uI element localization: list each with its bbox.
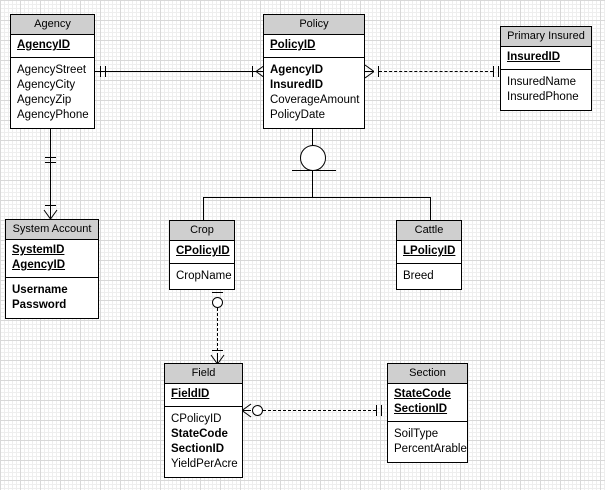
attribute-field-section-id: SectionID bbox=[171, 443, 225, 455]
connector-subtype-to-cattle bbox=[430, 197, 431, 220]
attribute-agency-city: AgencyCity bbox=[17, 79, 76, 91]
attribute-insured-id: InsuredID bbox=[507, 51, 561, 63]
attribute-policy-id: PolicyID bbox=[270, 39, 316, 51]
attribute-field-state-code: StateCode bbox=[171, 428, 228, 440]
cardinality-agency-policy-one-bar-a bbox=[100, 66, 101, 77]
attribute-username: Username bbox=[12, 284, 68, 296]
entity-crop-title: Crop bbox=[170, 221, 234, 241]
cardinality-section-one-bar-b bbox=[381, 405, 382, 416]
cardinality-field-section-optional-circle bbox=[252, 405, 263, 416]
attribute-password: Password bbox=[12, 299, 67, 311]
attribute-agency-id: AgencyID bbox=[17, 39, 71, 51]
attribute-policy-insured-id: InsuredID bbox=[270, 79, 324, 91]
entity-primary-insured[interactable]: Primary Insured InsuredID InsuredName In… bbox=[500, 26, 592, 111]
entity-system-account-keys: SystemID AgencyID bbox=[6, 240, 98, 278]
cardinality-crop-field-optional-circle bbox=[212, 297, 223, 308]
cardinality-insured-one-bar-a bbox=[493, 66, 494, 77]
crowsfoot-agency-account bbox=[43, 209, 58, 219]
cardinality-agency-policy-many-bar bbox=[252, 66, 253, 77]
connector-policy-subtype-stem-bottom bbox=[312, 170, 313, 198]
cardinality-crop-field-one-bar bbox=[212, 292, 223, 293]
attribute-field-yield-per-acre: YieldPerAcre bbox=[171, 458, 238, 470]
attribute-policy-coverage-amount: CoverageAmount bbox=[270, 94, 360, 106]
attribute-section-state-code: StateCode bbox=[394, 388, 451, 400]
entity-policy-title: Policy bbox=[264, 15, 364, 35]
attribute-agency-zip: AgencyZip bbox=[17, 94, 72, 106]
connector-subtype-bus bbox=[203, 197, 431, 198]
connector-crop-field-line bbox=[217, 308, 218, 356]
entity-section-title: Section bbox=[388, 364, 467, 384]
supertype-subtype-circle bbox=[300, 145, 326, 171]
cardinality-account-many-bar bbox=[45, 205, 56, 206]
cardinality-section-one-bar-a bbox=[376, 405, 377, 416]
entity-agency[interactable]: Agency AgencyID AgencyStreet AgencyCity … bbox=[10, 14, 95, 129]
entity-system-account-title: System Account bbox=[6, 220, 98, 240]
entity-primary-insured-attributes: InsuredName InsuredPhone bbox=[501, 70, 591, 110]
entity-cattle[interactable]: Cattle LPolicyID Breed bbox=[396, 220, 462, 290]
attribute-section-percent-arable: PercentArable bbox=[394, 443, 467, 455]
attribute-system-account-agency-id: AgencyID bbox=[12, 259, 66, 271]
entity-field[interactable]: Field FieldID CPolicyID StateCode Sectio… bbox=[164, 363, 243, 478]
attribute-insured-phone: InsuredPhone bbox=[507, 91, 579, 103]
cardinality-policy-insured-one-bar bbox=[378, 66, 379, 77]
connector-field-section-line bbox=[263, 410, 376, 411]
connector-subtype-to-crop bbox=[203, 197, 204, 220]
entity-section[interactable]: Section StateCode SectionID SoilType Per… bbox=[387, 363, 468, 463]
crowsfoot-policy-insured bbox=[364, 64, 374, 79]
attribute-field-id: FieldID bbox=[171, 388, 210, 400]
entity-cattle-keys: LPolicyID bbox=[397, 241, 461, 264]
entity-policy-keys: PolicyID bbox=[264, 35, 364, 58]
entity-agency-title: Agency bbox=[11, 15, 94, 35]
attribute-agency-street: AgencyStreet bbox=[17, 64, 87, 76]
attribute-insured-name: InsuredName bbox=[507, 76, 577, 88]
attribute-policy-agency-id: AgencyID bbox=[270, 64, 324, 76]
entity-agency-attributes: AgencyStreet AgencyCity AgencyZip Agency… bbox=[11, 58, 94, 128]
connector-agency-account-line bbox=[50, 126, 51, 219]
entity-section-attributes: SoilType PercentArable bbox=[388, 422, 467, 462]
entity-field-attributes: CPolicyID StateCode SectionID YieldPerAc… bbox=[165, 407, 242, 477]
entity-field-title: Field bbox=[165, 364, 242, 384]
entity-crop-keys: CPolicyID bbox=[170, 241, 234, 264]
entity-agency-keys: AgencyID bbox=[11, 35, 94, 58]
connector-agency-policy-line bbox=[95, 71, 264, 72]
entity-system-account[interactable]: System Account SystemID AgencyID Usernam… bbox=[5, 219, 99, 319]
attribute-field-cpolicy-id: CPolicyID bbox=[171, 413, 222, 425]
entity-system-account-attributes: Username Password bbox=[6, 278, 98, 318]
entity-policy[interactable]: Policy PolicyID AgencyID InsuredID Cover… bbox=[263, 14, 365, 129]
entity-field-keys: FieldID bbox=[165, 384, 242, 407]
cardinality-field-many-bar bbox=[212, 350, 223, 351]
crowsfoot-crop-field bbox=[210, 354, 225, 364]
entity-section-keys: StateCode SectionID bbox=[388, 384, 467, 422]
attribute-crop-policy-id: CPolicyID bbox=[176, 245, 230, 257]
entity-cattle-title: Cattle bbox=[397, 221, 461, 241]
entity-primary-insured-keys: InsuredID bbox=[501, 47, 591, 70]
cardinality-agency-policy-one-bar-b bbox=[105, 66, 106, 77]
entity-crop-attributes: CropName bbox=[170, 264, 234, 289]
attribute-crop-name: CropName bbox=[176, 270, 232, 282]
attribute-policy-date: PolicyDate bbox=[270, 109, 325, 121]
entity-policy-attributes: AgencyID InsuredID CoverageAmount Policy… bbox=[264, 58, 364, 128]
entity-cattle-attributes: Breed bbox=[397, 264, 461, 289]
attribute-section-section-id: SectionID bbox=[394, 403, 448, 415]
attribute-cattle-policy-id: LPolicyID bbox=[403, 245, 456, 257]
cardinality-agency-account-one-bar-a bbox=[45, 157, 56, 158]
entity-primary-insured-title: Primary Insured bbox=[501, 27, 591, 47]
cardinality-agency-account-one-bar-b bbox=[45, 162, 56, 163]
attribute-system-id: SystemID bbox=[12, 244, 65, 256]
entity-crop[interactable]: Crop CPolicyID CropName bbox=[169, 220, 235, 290]
crowsfoot-field-section bbox=[242, 403, 252, 418]
attribute-cattle-breed: Breed bbox=[403, 270, 434, 282]
cardinality-insured-one-bar-b bbox=[498, 66, 499, 77]
attribute-section-soil-type: SoilType bbox=[394, 428, 439, 440]
attribute-agency-phone: AgencyPhone bbox=[17, 109, 89, 121]
connector-policy-insured-line bbox=[379, 71, 493, 72]
connector-policy-subtype-stem-top bbox=[312, 126, 313, 150]
